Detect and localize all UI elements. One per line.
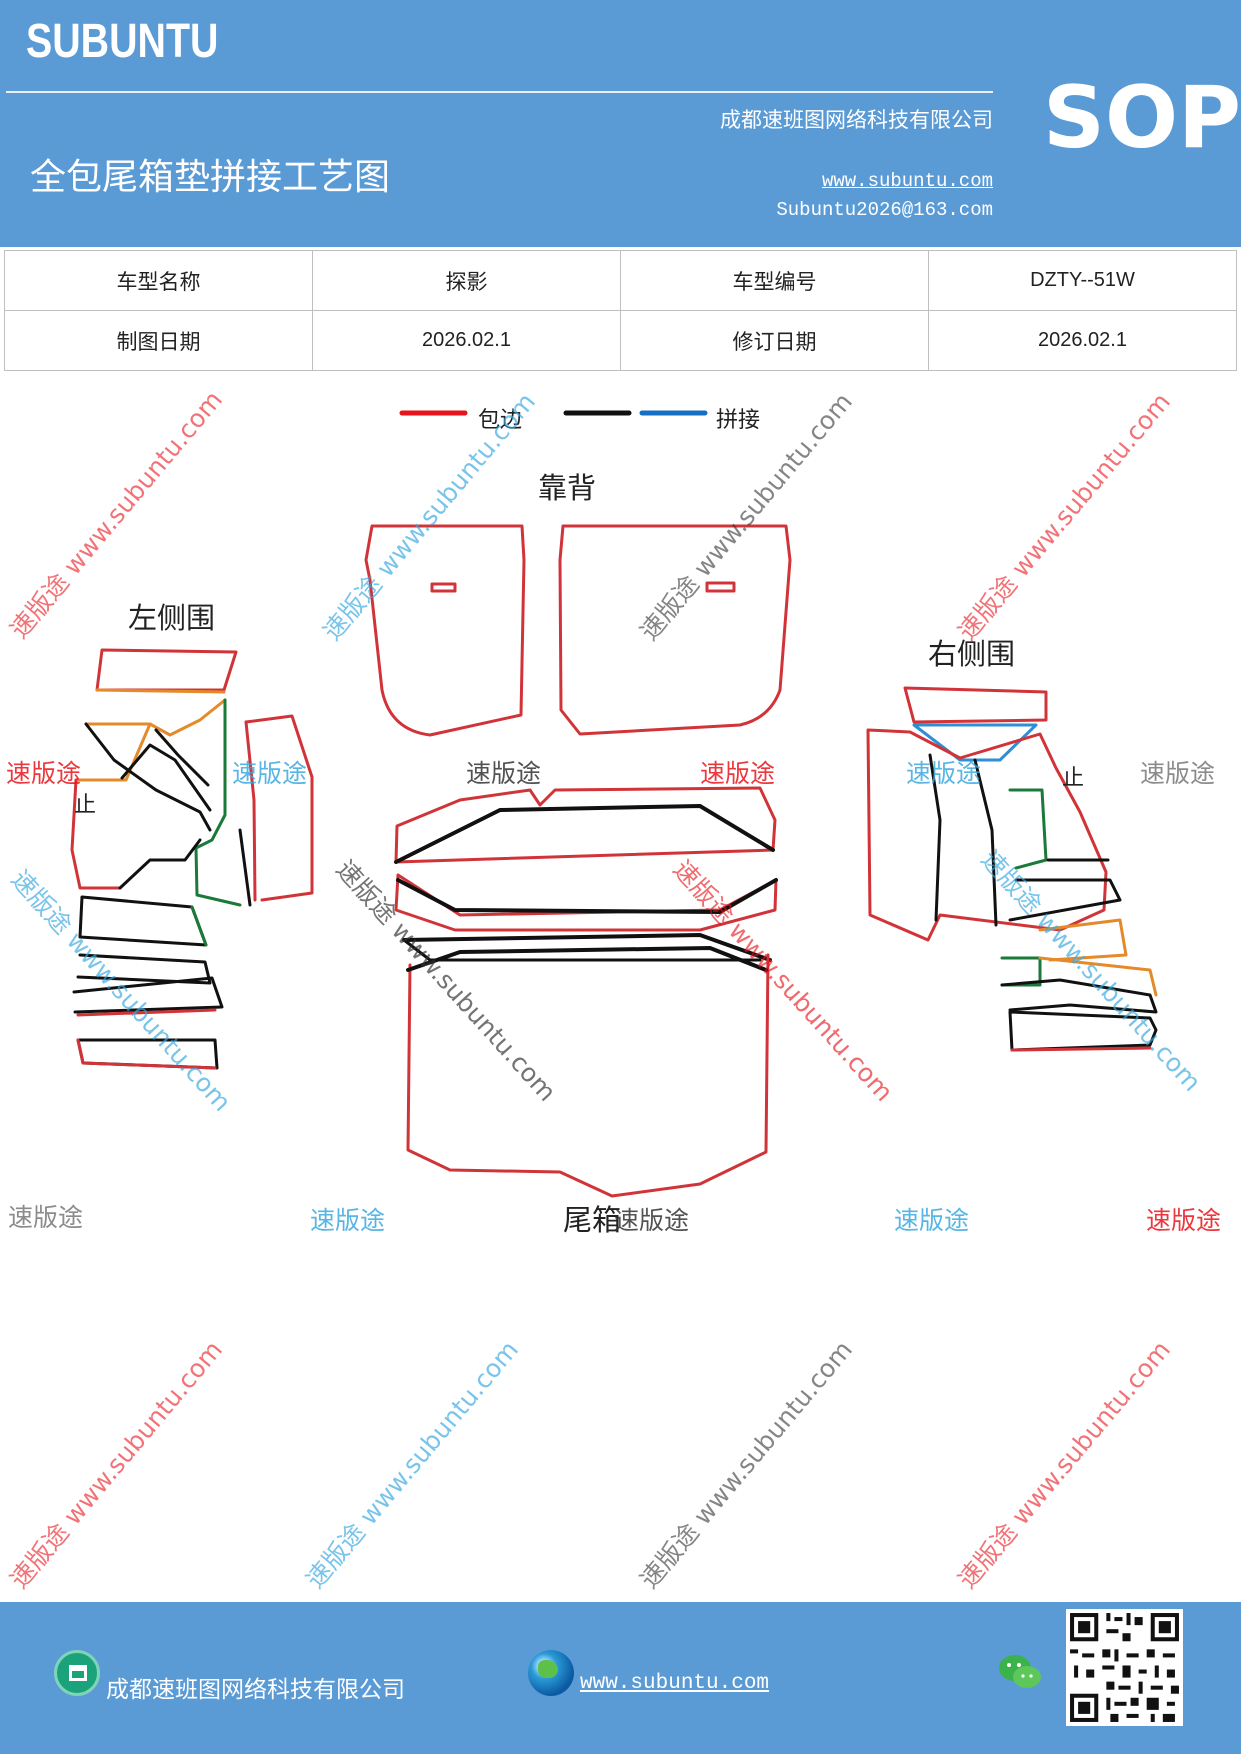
revise-date-value: 2026.02.1 bbox=[928, 310, 1237, 371]
draw-date-label: 制图日期 bbox=[4, 310, 313, 371]
brand-logo: SUBUNTU bbox=[26, 15, 219, 68]
left-side-label: 左侧围 bbox=[128, 601, 215, 635]
home-icon bbox=[54, 1650, 100, 1696]
legend-edge-label: 包边 bbox=[478, 408, 522, 433]
globe-icon bbox=[528, 1650, 574, 1696]
watermark-text: 速版途 bbox=[906, 759, 981, 788]
trunk-label: 尾箱 bbox=[563, 1203, 621, 1237]
header-banner: SUBUNTU 成都速班图网络科技有限公司 全包尾箱垫拼接工艺图 www.sub… bbox=[0, 0, 1241, 247]
watermark-text: 速版途 bbox=[1146, 1206, 1221, 1235]
backrest-right-slot bbox=[705, 581, 736, 593]
footer-company: 成都速班图网络科技有限公司 bbox=[106, 1677, 405, 1703]
watermark-diagonal: 速版途 www.subuntu.com bbox=[976, 845, 1207, 1097]
header-company: 成都速班图网络科技有限公司 bbox=[720, 108, 993, 132]
table-row: 车型名称 探影 车型编号 DZTY--51W bbox=[4, 250, 1237, 311]
document-title: 全包尾箱垫拼接工艺图 bbox=[30, 157, 391, 198]
model-name-value: 探影 bbox=[312, 250, 621, 311]
watermark-diagonal: 速版途 www.subuntu.com bbox=[634, 1335, 858, 1594]
backrest-left-slot bbox=[430, 582, 457, 593]
wechat-icon bbox=[999, 1655, 1041, 1688]
draw-date-value: 2026.02.1 bbox=[312, 310, 621, 371]
revise-date-label: 修订日期 bbox=[620, 310, 929, 371]
watermark-text: 速版途 bbox=[6, 759, 81, 788]
watermark-diagonal: 速版途 www.subuntu.com bbox=[668, 855, 899, 1107]
backrest-panels bbox=[364, 524, 792, 737]
model-name-label: 车型名称 bbox=[4, 250, 313, 311]
watermark-diagonal: 速版途 www.subuntu.com bbox=[4, 1335, 228, 1594]
watermark-text: 速版途 bbox=[894, 1206, 969, 1235]
qr-code bbox=[1066, 1609, 1183, 1726]
watermark-text: 速版途 bbox=[310, 1206, 385, 1235]
watermark-text: 速版途 bbox=[466, 759, 541, 788]
model-code-value: DZTY--51W bbox=[928, 250, 1237, 311]
model-info-table: 车型名称 探影 车型编号 DZTY--51W 制图日期 2026.02.1 修订… bbox=[4, 250, 1237, 371]
trunk-panels bbox=[394, 786, 778, 1198]
watermark-text: 速版途 bbox=[8, 1203, 83, 1232]
watermark-diagonal: 速版途 www.subuntu.com bbox=[6, 865, 237, 1117]
right-side-panels bbox=[866, 686, 1158, 1052]
table-row: 制图日期 2026.02.1 修订日期 2026.02.1 bbox=[4, 310, 1237, 371]
watermark-text: 速版途 bbox=[614, 1206, 689, 1235]
footer-website-link[interactable]: www.subuntu.com bbox=[580, 1672, 770, 1695]
sop-badge: SOP bbox=[1043, 68, 1241, 168]
watermark-diagonal: 速版途 www.subuntu.com bbox=[300, 1335, 524, 1594]
legend-join-label: 拼接 bbox=[716, 408, 760, 433]
watermark-diagonal: 速版途 www.subuntu.com bbox=[952, 387, 1176, 646]
watermark-diagonal: 速版途 www.subuntu.com bbox=[952, 1335, 1176, 1594]
pattern-drawing: 包边 拼接 靠背 左侧围 右侧围 尾箱 止 止 速版途 速版途 速版途 速版途 … bbox=[4, 385, 1221, 1594]
stop-mark-right: 止 bbox=[1062, 766, 1084, 791]
right-side-label: 右侧围 bbox=[928, 637, 1015, 671]
watermark-text: 速版途 bbox=[1140, 759, 1215, 788]
watermark-text: 速版途 bbox=[232, 759, 307, 788]
backrest-left-panel bbox=[364, 524, 526, 737]
watermark-diagonal: 速版途 www.subuntu.com bbox=[331, 855, 562, 1107]
stop-mark-left: 止 bbox=[74, 793, 96, 818]
backrest-label: 靠背 bbox=[538, 471, 596, 505]
left-side-panels bbox=[70, 648, 314, 1070]
watermark-text: 速版途 bbox=[700, 759, 775, 788]
header-website-link[interactable]: www.subuntu.com bbox=[821, 170, 993, 192]
backrest-right-panel bbox=[558, 524, 792, 736]
header-divider bbox=[6, 91, 993, 93]
watermark-layer: 速版途 速版途 速版途 速版途 速版途 速版途 速版途 速版途 速版途 速版途 … bbox=[4, 385, 1221, 1594]
model-code-label: 车型编号 bbox=[620, 250, 929, 311]
watermark-diagonal: 速版途 www.subuntu.com bbox=[317, 387, 541, 646]
header-email: Subuntu2026@163.com bbox=[776, 199, 993, 221]
